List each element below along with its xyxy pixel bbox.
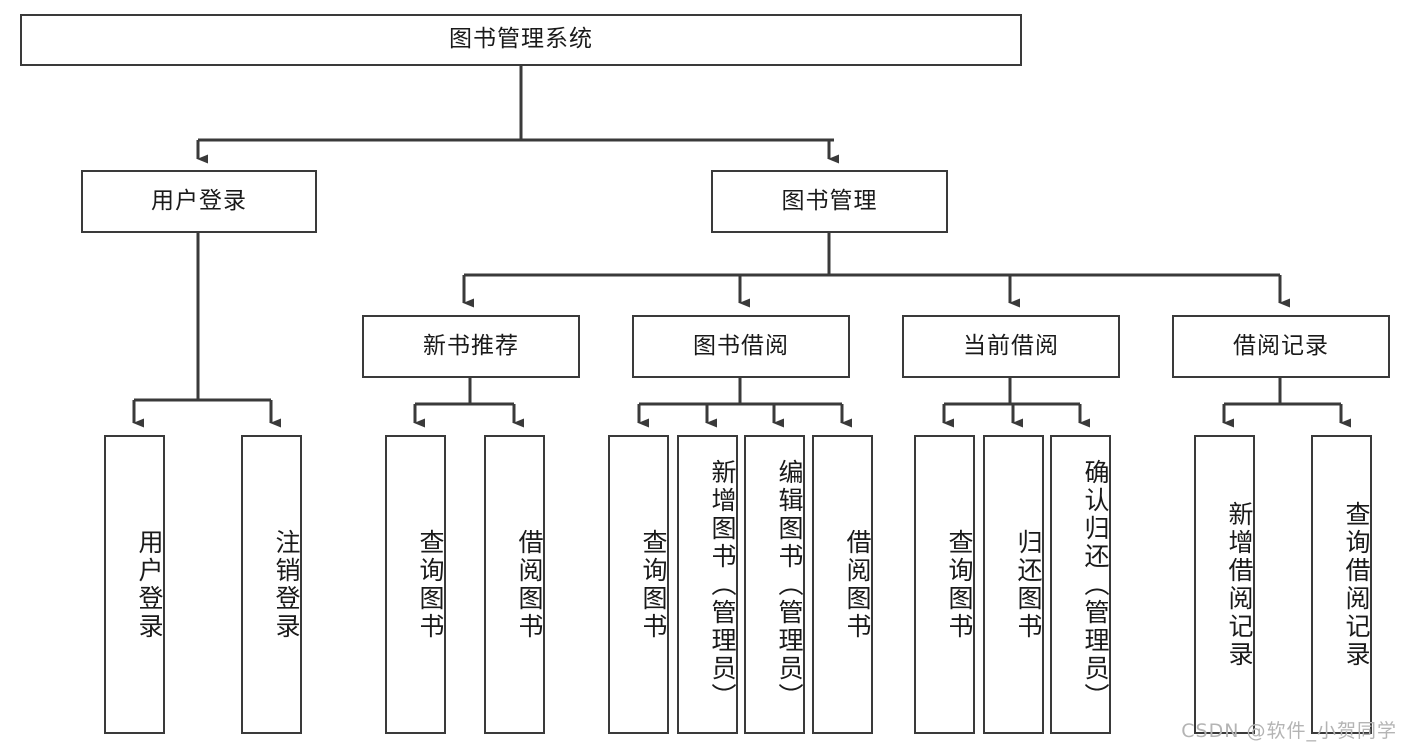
node-book-borrow[interactable]: 图书借阅	[632, 315, 850, 378]
node-leaf-confirm-return-admin[interactable]: 确认归还（管理员）	[1050, 435, 1111, 734]
node-leaf-borrow-book-2[interactable]: 借阅图书	[812, 435, 873, 734]
node-leaf-edit-book-admin[interactable]: 编辑图书（管理员）	[744, 435, 805, 734]
node-label: 借阅图书	[843, 528, 872, 641]
node-label: 新增图书（管理员）	[708, 458, 737, 711]
node-user-login[interactable]: 用户登录	[81, 170, 317, 233]
node-label: 查询图书	[945, 528, 974, 641]
node-label: 图书管理系统	[449, 26, 593, 53]
node-label: 查询图书	[416, 528, 445, 641]
node-leaf-user-login[interactable]: 用户登录	[104, 435, 165, 734]
node-new-book-recommend[interactable]: 新书推荐	[362, 315, 580, 378]
node-label: 当前借阅	[963, 332, 1059, 359]
node-label: 用户登录	[151, 187, 247, 214]
node-current-borrow[interactable]: 当前借阅	[902, 315, 1120, 378]
node-label: 用户登录	[135, 528, 164, 641]
watermark-text: CSDN @软件_小贺同学	[1181, 720, 1397, 742]
node-label: 查询图书	[639, 528, 668, 641]
node-borrow-record[interactable]: 借阅记录	[1172, 315, 1390, 378]
node-label: 注销登录	[272, 528, 301, 641]
node-label: 借阅记录	[1233, 332, 1329, 359]
node-label: 编辑图书（管理员）	[775, 458, 804, 711]
node-leaf-query-book-3[interactable]: 查询图书	[914, 435, 975, 734]
node-leaf-query-borrow-record[interactable]: 查询借阅记录	[1311, 435, 1372, 734]
node-leaf-query-book-1[interactable]: 查询图书	[385, 435, 446, 734]
node-label: 查询借阅记录	[1342, 500, 1371, 669]
node-book-management-system[interactable]: 图书管理系统	[20, 14, 1022, 66]
node-leaf-query-book-2[interactable]: 查询图书	[608, 435, 669, 734]
node-leaf-logout-login[interactable]: 注销登录	[241, 435, 302, 734]
node-label: 归还图书	[1014, 528, 1043, 641]
node-leaf-add-borrow-record[interactable]: 新增借阅记录	[1194, 435, 1255, 734]
node-leaf-borrow-book-1[interactable]: 借阅图书	[484, 435, 545, 734]
node-label: 新增借阅记录	[1225, 500, 1254, 669]
node-label: 借阅图书	[515, 528, 544, 641]
node-label: 图书借阅	[693, 332, 789, 359]
node-label: 新书推荐	[423, 332, 519, 359]
node-label: 确认归还（管理员）	[1081, 458, 1110, 711]
node-label: 图书管理	[781, 187, 878, 214]
node-leaf-return-book[interactable]: 归还图书	[983, 435, 1044, 734]
node-leaf-add-book-admin[interactable]: 新增图书（管理员）	[677, 435, 738, 734]
node-book-management[interactable]: 图书管理	[711, 170, 948, 233]
